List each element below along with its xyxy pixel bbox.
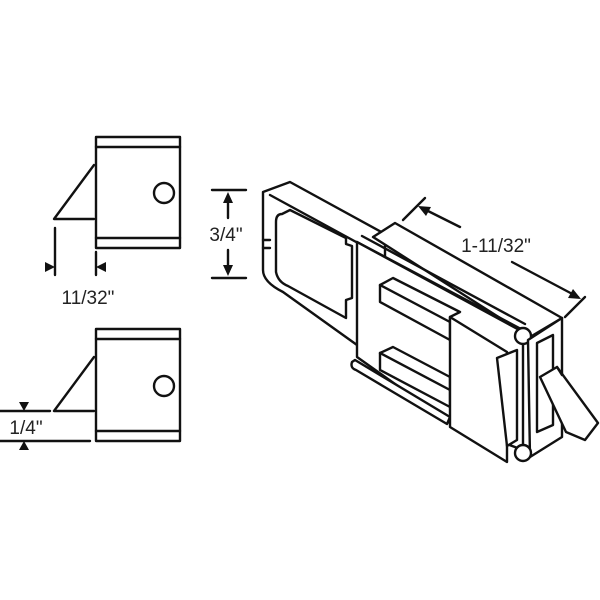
height-dimension: 3/4" bbox=[209, 188, 248, 280]
keeper-offset-label: 1/4" bbox=[9, 418, 42, 439]
length-dimension: 1-11/32" bbox=[401, 196, 587, 319]
top-keeper-view bbox=[52, 135, 182, 250]
keeper-offset-dimension: 1/4" bbox=[0, 402, 92, 450]
bottom-keeper-view bbox=[52, 327, 182, 443]
keeper-width-dimension: 11/32" bbox=[45, 226, 115, 309]
length-label: 1-11/32" bbox=[461, 236, 531, 257]
latch-body bbox=[261, 180, 600, 464]
screw-hole-icon bbox=[152, 374, 176, 398]
height-label: 3/4" bbox=[209, 225, 242, 246]
keeper-width-label: 11/32" bbox=[62, 288, 115, 309]
screw-hole-icon bbox=[152, 181, 176, 205]
